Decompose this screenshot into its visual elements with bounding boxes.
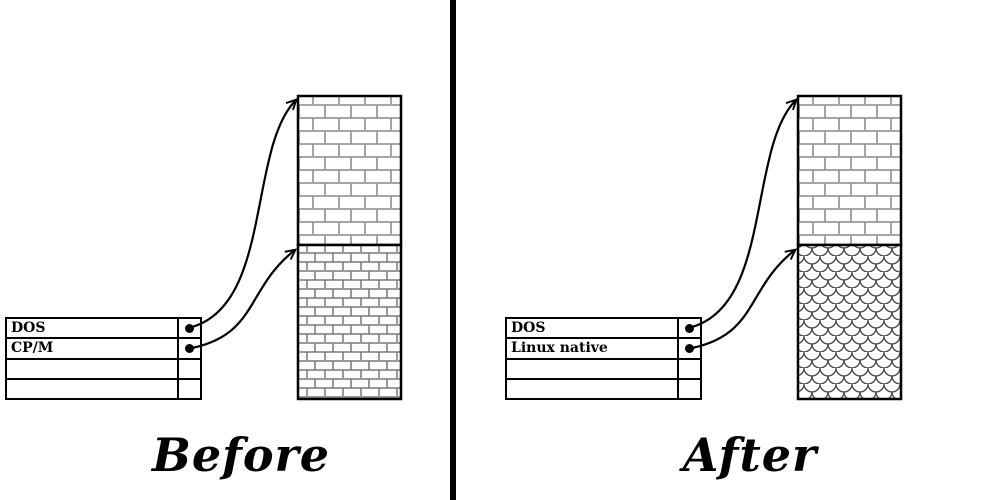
disk-section-bottom: [796, 243, 903, 401]
partition-row: [7, 379, 200, 398]
partition-row: DOS: [7, 319, 200, 340]
marker-cell: [177, 319, 200, 338]
partition-row: DOS: [507, 319, 700, 340]
partition-label: DOS: [11, 320, 46, 337]
arrow-row2-to-bottom-section: [691, 250, 795, 350]
partition-table: DOS Linux native: [505, 317, 702, 400]
partition-label: [507, 360, 677, 378]
partition-row: [7, 359, 200, 380]
marker-cell: [177, 359, 200, 378]
partition-marker-dot: [685, 323, 694, 333]
partition-label: [7, 380, 177, 398]
partition-marker-dot: [685, 343, 694, 353]
partition-label: CP/M: [11, 340, 54, 357]
center-divider-line: [450, 0, 456, 500]
partition-label: DOS: [511, 320, 546, 337]
after-disk-diagram: [691, 94, 903, 401]
partition-label: [7, 360, 177, 378]
marker-cell: [677, 319, 700, 338]
partition-row: [507, 379, 700, 398]
partition-marker-dot: [185, 323, 194, 333]
after-caption: After: [682, 428, 818, 482]
partition-label: Linux native: [511, 340, 608, 357]
partition-table: DOS CP/M: [5, 317, 202, 400]
before-panel: DOS CP/M: [0, 0, 450, 500]
marker-cell: [677, 339, 700, 358]
disk-section-bottom: [296, 243, 403, 401]
marker-cell: [677, 359, 700, 378]
partition-marker-dot: [185, 343, 194, 353]
disk-section-top: [796, 94, 903, 247]
disk-section-top: [296, 94, 403, 247]
before-disk-diagram: [191, 94, 403, 401]
partition-row: Linux native: [507, 339, 700, 360]
marker-cell: [177, 379, 200, 398]
partition-row: [507, 359, 700, 380]
marker-cell: [677, 379, 700, 398]
partition-row: CP/M: [7, 339, 200, 360]
after-panel: DOS Linux native: [500, 0, 1000, 500]
arrow-row1-to-top-section: [191, 100, 296, 329]
arrow-row1-to-top-section: [691, 100, 796, 329]
before-caption: Before: [151, 428, 331, 482]
arrow-row2-to-bottom-section: [191, 250, 295, 350]
marker-cell: [177, 339, 200, 358]
partition-label: [507, 380, 677, 398]
